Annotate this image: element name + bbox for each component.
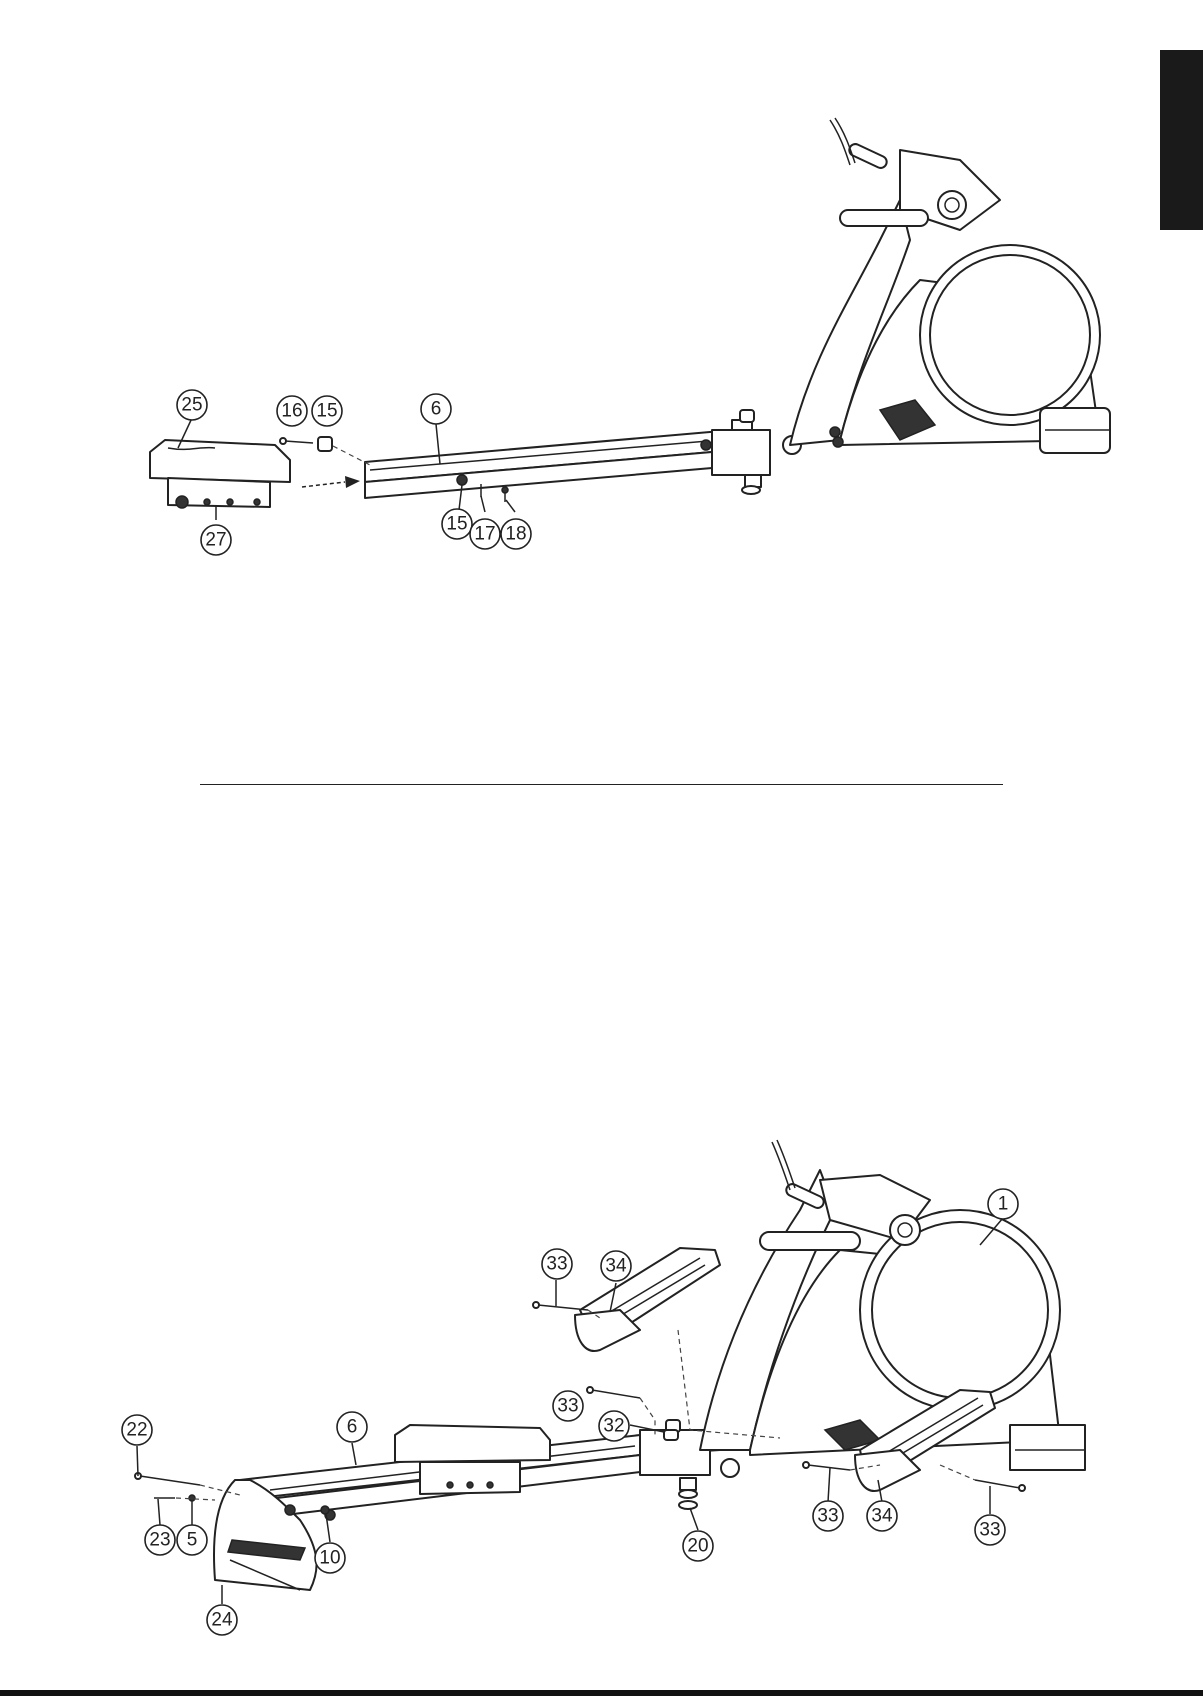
svg-text:33: 33 [546,1254,567,1275]
callout-15: 15 [442,509,472,539]
svg-text:6: 6 [347,1417,358,1438]
section-divider [200,784,1003,785]
bolt-part [280,437,370,465]
callout-33: 33 [542,1249,572,1279]
callout-10: 10 [315,1543,345,1573]
callout-17: 17 [470,519,500,549]
callout-6: 6 [421,394,451,424]
svg-text:33: 33 [817,1506,838,1527]
callout-16: 16 [277,396,307,426]
callout-24: 24 [207,1605,237,1635]
pedal-part [575,1248,995,1491]
svg-text:5: 5 [187,1530,198,1551]
leader-lines [137,1218,1003,1604]
svg-text:6: 6 [431,399,442,420]
svg-text:32: 32 [603,1416,624,1437]
callout-27: 27 [201,525,231,555]
direction-arrow [302,476,360,488]
svg-text:16: 16 [281,401,302,422]
main-frame-part [790,118,1110,453]
page-bottom-rule [0,1690,1203,1696]
callout-32: 32 [599,1411,629,1441]
bolt-part [135,1302,1025,1514]
svg-text:34: 34 [605,1256,627,1277]
svg-text:1: 1 [998,1194,1009,1215]
callout-33: 33 [813,1501,843,1531]
svg-text:34: 34 [871,1506,893,1527]
callout-20: 20 [683,1531,713,1561]
callout-22: 22 [122,1415,152,1445]
callout-23: 23 [145,1525,175,1555]
end-cap-part [214,1480,335,1590]
svg-text:33: 33 [557,1396,578,1417]
svg-text:22: 22 [126,1420,147,1441]
callout-34: 34 [601,1251,631,1281]
callout-6: 6 [337,1412,367,1442]
svg-text:17: 17 [474,524,495,545]
svg-text:18: 18 [505,524,526,545]
callout-1: 1 [988,1189,1018,1219]
svg-text:15: 15 [446,514,467,535]
callout-18: 18 [501,519,531,549]
main-frame-part [700,1140,1085,1470]
callout-25: 25 [177,390,207,420]
assembly-guide-lines [176,1310,975,1500]
callout-33: 33 [553,1391,583,1421]
callout-15: 15 [312,396,342,426]
svg-text:27: 27 [205,530,226,551]
svg-text:25: 25 [181,395,202,416]
rail-part [240,1420,739,1518]
svg-text:23: 23 [149,1530,170,1551]
end-cap-part [150,440,290,508]
svg-text:20: 20 [687,1536,708,1557]
callout-33: 33 [975,1515,1005,1545]
callout-34: 34 [867,1501,897,1531]
svg-text:24: 24 [211,1610,233,1631]
callout-5: 5 [177,1525,207,1555]
seat-part [395,1425,550,1494]
svg-text:10: 10 [319,1548,340,1569]
svg-text:15: 15 [316,401,337,422]
svg-text:33: 33 [979,1520,1000,1541]
top-assembly-diagram: 25 16 15 6 15 17 18 27 [0,0,1203,700]
